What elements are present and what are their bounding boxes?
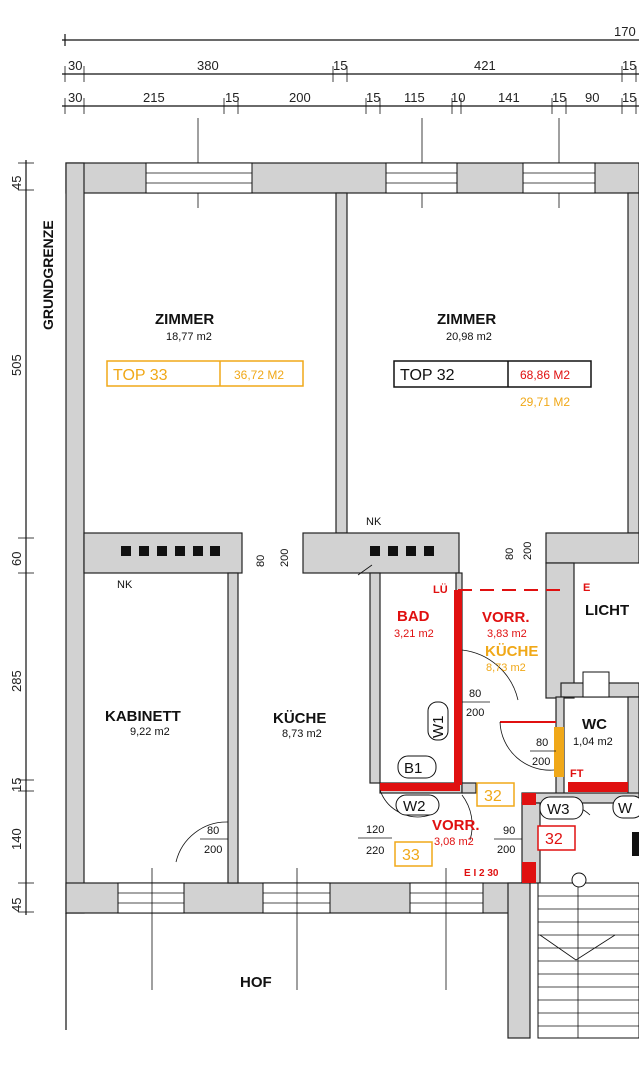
d5-w: 120 (366, 824, 384, 836)
top33-label: TOP 33 (113, 367, 168, 384)
b1-tag: B1 (397, 755, 437, 779)
dim-left-6: 45 (9, 898, 24, 912)
kueche-area: 8,73 m2 (282, 728, 322, 740)
wc-name: WC (582, 716, 607, 733)
e230-label: E I 2 30 (464, 868, 499, 879)
zimmer2-area: 20,98 m2 (446, 331, 492, 343)
top33-box: TOP 33 36,72 M2 (106, 360, 304, 387)
dim-r3-5: 115 (404, 90, 425, 105)
w4-label: W (618, 800, 633, 817)
w1-tag: W1 (427, 701, 449, 741)
dim-left-3: 285 (9, 670, 24, 692)
w3-tag: W3 (539, 796, 584, 820)
bad-area: 3,21 m2 (394, 628, 434, 640)
kueche-name: KÜCHE (273, 710, 326, 727)
d1-h: 200 (279, 549, 291, 567)
zimmer2-name: ZIMMER (437, 311, 496, 328)
staircase (507, 832, 639, 1039)
dim-r3-0: 30 (68, 90, 82, 105)
w3-label: W3 (547, 801, 570, 818)
n33-tag: 33 (394, 841, 433, 867)
b1-label: B1 (404, 760, 422, 777)
top32-label: TOP 32 (400, 367, 455, 384)
dim-left-4: 15 (9, 778, 24, 792)
dim-r2-2: 15 (333, 58, 347, 73)
dim-r3-3: 200 (289, 90, 311, 105)
left-dimensions: 45 505 60 285 15 140 45 GRUNDGRENZE (9, 160, 56, 915)
d8-w: 80 (207, 825, 219, 837)
top32-area: 68,86 M2 (520, 368, 570, 382)
dim-left-2: 60 (9, 552, 24, 566)
vorr2-area: 3,08 m2 (434, 836, 474, 848)
d6-w: 90 (503, 825, 515, 837)
kabinett-area: 9,22 m2 (130, 726, 170, 738)
d4-h: 200 (532, 756, 550, 768)
grundgrenze-label: GRUNDGRENZE (40, 220, 56, 330)
dim-top-row1: 170 (614, 24, 636, 39)
zimmer1-name: ZIMMER (155, 311, 214, 328)
licht-name: LICHT (585, 602, 629, 619)
vorr1-name: VORR. (482, 609, 530, 626)
d3-w: 80 (469, 688, 481, 700)
d8-h: 200 (204, 844, 222, 856)
vents (121, 546, 434, 556)
n33-label: 33 (402, 847, 420, 864)
vorr2-name: VORR. (432, 817, 480, 834)
ft-label: FT (570, 768, 584, 780)
d3-h: 200 (466, 707, 484, 719)
d5-h: 220 (366, 845, 384, 857)
d2-h: 200 (522, 542, 534, 560)
hof-label: HOF (240, 974, 272, 991)
top32-box: TOP 32 68,86 M2 29,71 M2 (393, 360, 592, 409)
dim-r3-4: 15 (366, 90, 380, 105)
dim-r2-3: 421 (474, 58, 496, 73)
n32b-tag: 32 (537, 825, 576, 851)
top-dimensions: 170 30 380 15 421 15 30 215 15 200 15 11… (62, 24, 639, 208)
dim-left-0: 45 (9, 176, 24, 190)
ground-lines (65, 868, 447, 1030)
w1-label: W1 (430, 716, 447, 739)
bad-name: BAD (397, 608, 430, 625)
lue-label: LÜ (433, 583, 448, 596)
dim-r3-1: 215 (143, 90, 165, 105)
w2-tag: W2 (395, 794, 440, 816)
dim-r2-1: 380 (197, 58, 219, 73)
nk2-label: NK (117, 579, 133, 591)
w4-tag: W (612, 795, 639, 819)
n32a-tag: 32 (476, 782, 515, 807)
kueche2-name: KÜCHE (485, 643, 538, 660)
d2-w: 80 (504, 548, 516, 560)
kabinett-name: KABINETT (105, 708, 181, 725)
d4-w: 80 (536, 737, 548, 749)
top32-sub-area: 29,71 M2 (520, 395, 570, 409)
windows (117, 162, 610, 914)
vorr1-area: 3,83 m2 (487, 628, 527, 640)
dim-r2-4: 15 (622, 58, 636, 73)
n32b-label: 32 (545, 831, 563, 848)
dim-r3-10: 15 (622, 90, 636, 105)
dim-r3-6: 10 (451, 90, 465, 105)
d1-w: 80 (255, 555, 267, 567)
dim-r3-7: 141 (498, 90, 520, 105)
door-sizes: 80 200 80 200 80 200 80 200 120 220 90 2… (200, 542, 556, 857)
top33-area: 36,72 M2 (234, 368, 284, 382)
dim-r2-0: 30 (68, 58, 82, 73)
red-walls (380, 589, 628, 883)
dim-r3-8: 15 (552, 90, 566, 105)
dim-left-5: 140 (9, 828, 24, 850)
dim-left-1: 505 (9, 354, 24, 376)
nk1-label: NK (366, 516, 382, 528)
dim-r3-2: 15 (225, 90, 239, 105)
n32a-label: 32 (484, 788, 502, 805)
d6-h: 200 (497, 844, 515, 856)
zimmer1-area: 18,77 m2 (166, 331, 212, 343)
e1-label: E (583, 582, 590, 594)
kueche2-area: 8,73 m2 (486, 662, 526, 674)
wc-area: 1,04 m2 (573, 736, 613, 748)
w2-label: W2 (403, 798, 426, 815)
dim-r3-9: 90 (585, 90, 599, 105)
